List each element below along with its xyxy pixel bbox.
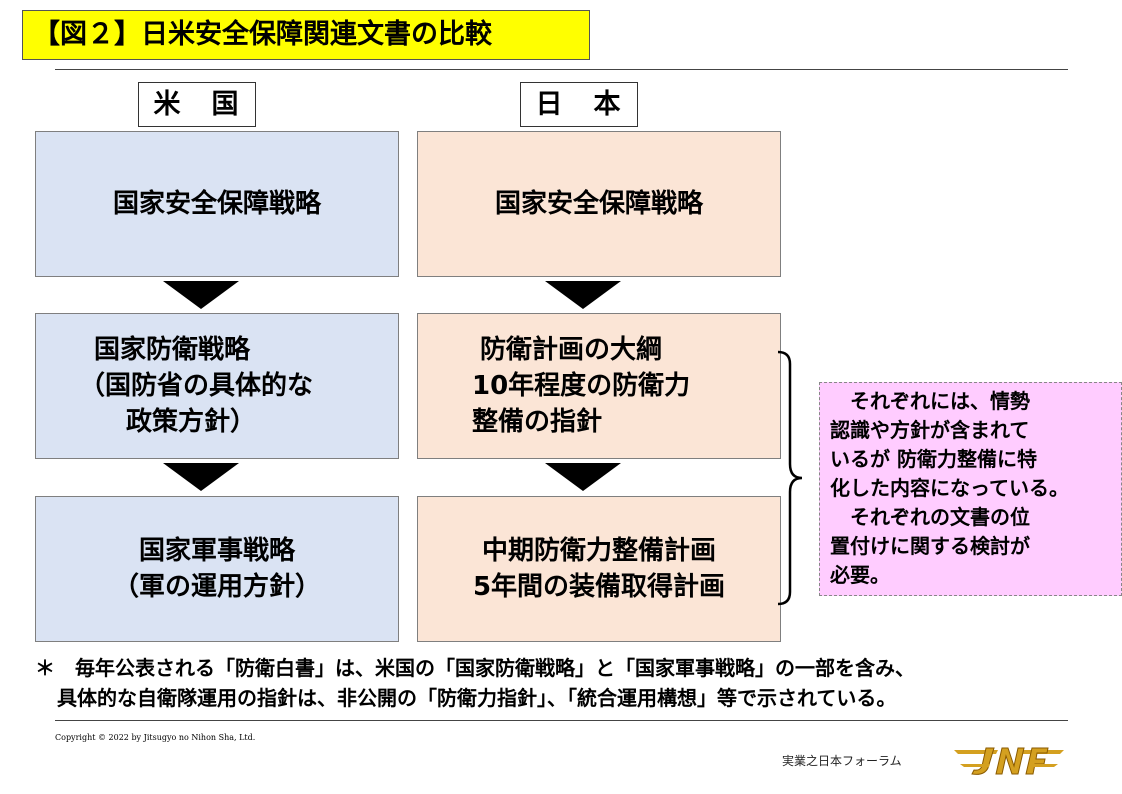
- japan-national-security-strategy-box: 国家安全保障戦略: [417, 131, 781, 277]
- us-national-defense-strategy-box: 国家防衛戦略 （国防省の具体的な 政策方針）: [35, 313, 399, 459]
- box-line: 国家軍事戦略: [138, 536, 295, 566]
- box-line: 5年間の装備取得計画: [472, 572, 726, 602]
- us-national-security-strategy-box: 国家安全保障戦略: [35, 131, 399, 277]
- note-line: それぞれの文書の位: [830, 505, 1030, 529]
- right-brace-icon: [777, 350, 803, 606]
- note-line: 化した内容になっている。: [830, 476, 1069, 500]
- note-line: それぞれには、情勢: [830, 389, 1030, 413]
- bottom-divider: [55, 720, 1068, 721]
- us-column-header: 米 国: [138, 82, 256, 127]
- box-line: 国家安全保障戦略: [494, 189, 703, 219]
- box-line: 整備の指針: [472, 407, 603, 437]
- note-line: 置付けに関する検討が: [830, 534, 1030, 558]
- japan-mid-term-defense-program-box: 中期防衛力整備計画 5年間の装備取得計画: [417, 496, 781, 642]
- note-line: 認識や方針が含まれて: [830, 418, 1030, 442]
- us-national-military-strategy-box: 国家軍事戦略 （軍の運用方針）: [35, 496, 399, 642]
- note-line: 必要。: [830, 563, 890, 587]
- footnote-line: ＊ 毎年公表される「防衛白書」は、米国の「国家防衛戦略」と「国家軍事戦略」の一部…: [35, 656, 915, 680]
- box-line: 国家防衛戦略: [94, 335, 251, 365]
- japan-defense-program-guidelines-box: 防衛計画の大綱 10年程度の防衛力 整備の指針: [417, 313, 781, 459]
- box-line: 国家安全保障戦略: [112, 189, 321, 219]
- jnf-logo: [954, 747, 1064, 775]
- top-divider: [55, 69, 1068, 70]
- down-arrow-icon: [545, 281, 621, 309]
- footnote: ＊ 毎年公表される「防衛白書」は、米国の「国家防衛戦略」と「国家軍事戦略」の一部…: [35, 653, 1095, 713]
- box-line: （軍の運用方針）: [112, 572, 321, 602]
- commentary-note: それぞれには、情勢 認識や方針が含まれて いるが 防衛力整備に特 化した内容にな…: [819, 382, 1122, 596]
- down-arrow-icon: [163, 281, 239, 309]
- page-title: 【図２】日米安全保障関連文書の比較: [22, 10, 590, 60]
- footnote-line: 具体的な自衛隊運用の指針は、非公開の「防衛力指針」、「統合運用構想」等で示されて…: [57, 686, 897, 710]
- publisher-name: 実業之日本フォーラム: [782, 754, 902, 768]
- box-line: 中期防衛力整備計画: [481, 536, 716, 566]
- japan-column-header: 日 本: [520, 82, 638, 127]
- box-line: 政策方針）: [126, 407, 257, 437]
- down-arrow-icon: [545, 463, 621, 491]
- copyright-text: Copyright © 2022 by Jitsugyo no Nihon Sh…: [55, 733, 256, 742]
- box-line: 10年程度の防衛力: [472, 371, 691, 401]
- box-line: （国防省の具体的な: [79, 371, 314, 401]
- down-arrow-icon: [163, 463, 239, 491]
- box-line: 防衛計画の大綱: [480, 335, 663, 365]
- note-line: いるが 防衛力整備に特: [830, 447, 1037, 471]
